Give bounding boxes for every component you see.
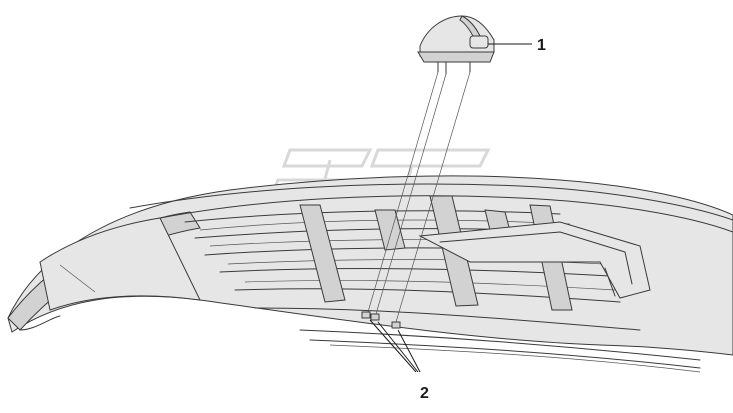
callout-2-leaders [369,319,421,373]
callout-1-label: 1 [537,37,546,54]
callout-2-label: 2 [420,385,429,402]
fastener [361,311,371,319]
rear-frame [418,221,651,299]
antenna-connector [469,35,489,49]
fasteners [361,311,401,329]
assembly-guide-lines [367,71,471,323]
roof-panel [7,175,733,373]
fastener [370,313,380,321]
fastener [391,321,401,329]
antenna-assembly [417,15,495,75]
